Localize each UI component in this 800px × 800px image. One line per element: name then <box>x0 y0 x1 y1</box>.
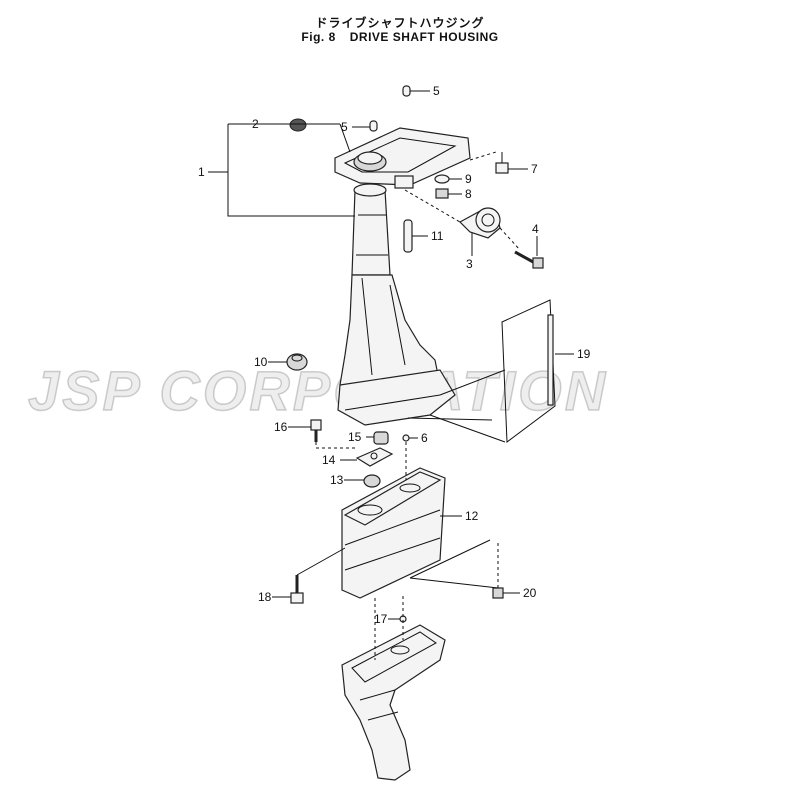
callout-11: 11 <box>431 229 444 243</box>
callout-9: 9 <box>465 172 472 186</box>
callout-13: 13 <box>330 473 344 487</box>
callout-18: 18 <box>258 590 272 604</box>
nut-part-20 <box>492 587 504 599</box>
watermark-logo: JSP CORPORATION <box>27 358 609 423</box>
callout-labels: 1 2 3 4 5 5 6 7 8 9 10 11 12 13 14 15 16… <box>198 84 591 626</box>
pin-part-11 <box>403 219 413 253</box>
bolt-part-16 <box>310 419 322 442</box>
title-japanese: ドライブシャフトハウジング <box>315 16 485 30</box>
nut-part-8 <box>435 188 449 199</box>
grommet-part-10 <box>286 353 308 371</box>
callout-2: 2 <box>252 117 259 131</box>
callout-19: 19 <box>577 347 591 361</box>
callout-8: 8 <box>465 187 472 201</box>
callout-15: 15 <box>348 430 362 444</box>
callout-7: 7 <box>531 162 538 176</box>
figure-title: Fig. 8 DRIVE SHAFT HOUSING <box>0 30 800 44</box>
gear-case-part <box>341 624 446 781</box>
figure-title-text: DRIVE SHAFT HOUSING <box>349 30 499 44</box>
plate-part-14 <box>355 447 394 467</box>
clamp-part-3 <box>459 207 501 239</box>
callout-1: 1 <box>198 165 205 179</box>
washer-part-9 <box>434 174 450 184</box>
grommet-part-2 <box>289 118 307 132</box>
callout-5-top: 5 <box>433 84 440 98</box>
callout-14: 14 <box>322 453 336 467</box>
callout-20: 20 <box>523 586 537 600</box>
bushing-part-15 <box>373 431 389 445</box>
grommet-part-13 <box>363 474 381 488</box>
drive-shaft-housing-part <box>334 127 471 426</box>
dowel-pin-part-5-top <box>402 85 411 97</box>
callout-3: 3 <box>466 257 473 271</box>
callout-12: 12 <box>465 509 479 523</box>
plate-part-19 <box>501 299 556 443</box>
callout-4: 4 <box>532 222 539 236</box>
callout-5-left: 5 <box>341 120 348 134</box>
callout-leaders <box>208 90 574 660</box>
figure-number: Fig. 8 <box>301 30 336 44</box>
extension-part-12 <box>341 467 446 599</box>
bolt-part-4 <box>514 250 544 269</box>
callout-17: 17 <box>374 612 388 626</box>
callout-10: 10 <box>254 355 268 369</box>
callout-16: 16 <box>274 420 288 434</box>
dowel-pin-part-5-left <box>369 120 378 132</box>
bolt-part-7 <box>495 152 509 174</box>
callout-6: 6 <box>421 431 428 445</box>
bolt-part-18 <box>290 575 304 604</box>
pin-part-6 <box>402 434 410 442</box>
